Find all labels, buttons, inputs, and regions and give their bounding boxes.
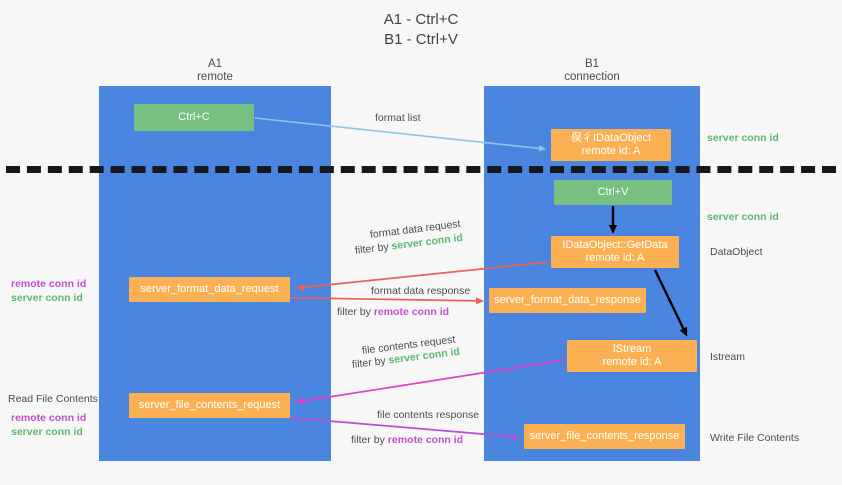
- filter-by-text-4: filter by: [351, 434, 388, 446]
- title-line-2: B1 - Ctrl+V: [384, 31, 458, 48]
- label-filter-by-remote-conn-id-format: filter by remote conn id: [337, 305, 449, 319]
- node-istream-title: IStream: [612, 343, 652, 355]
- label-server-conn-id-mid: server conn id: [707, 211, 779, 223]
- node-server-format-data-response[interactable]: server_format_data_response: [489, 288, 646, 313]
- filter-value-remote-conn-id-1: remote conn id: [373, 306, 450, 318]
- label-conn-ids-lower: remote conn id server conn id: [11, 411, 86, 439]
- lane-b1-name: B1: [584, 58, 600, 70]
- label-read-file-contents: Read File Contents: [8, 393, 98, 405]
- label-format-data-response: format data response: [371, 285, 471, 297]
- lane-header-a1: A1 remote: [145, 58, 285, 84]
- node-idataobject[interactable]: 俣彳IDataObject remote id: A: [551, 129, 671, 161]
- node-idataobject-subtitle: remote id: A: [581, 145, 641, 157]
- node-ctrl-v[interactable]: Ctrl+V: [554, 180, 672, 205]
- lane-b1-sub: connection: [564, 71, 620, 83]
- node-server-file-contents-response-label: server_file_contents_response: [529, 430, 680, 442]
- timeline-divider: [6, 166, 836, 173]
- node-server-file-contents-request[interactable]: server_file_contents_request: [129, 393, 290, 418]
- node-ctrl-c-label: Ctrl+C: [178, 111, 210, 123]
- node-server-format-data-response-label: server_format_data_response: [494, 294, 641, 306]
- label-remote-conn-id-upper: remote conn id: [11, 278, 87, 290]
- lane-a1-name: A1: [207, 58, 223, 70]
- filter-by-text-2: filter by: [337, 306, 374, 318]
- node-ctrl-c[interactable]: Ctrl+C: [134, 104, 254, 131]
- label-istream-side: Istream: [710, 351, 746, 363]
- title-line-1: A1 - Ctrl+C: [383, 11, 459, 28]
- node-getdata-subtitle: remote id: A: [585, 252, 645, 264]
- label-file-contents-response: file contents response: [377, 409, 480, 421]
- label-remote-conn-id-lower: remote conn id: [11, 412, 87, 424]
- filter-by-text-3: filter by: [351, 354, 390, 371]
- node-getdata-title: IDataObject::GetData: [562, 239, 668, 251]
- label-server-conn-id-top: server conn id: [707, 132, 779, 144]
- label-server-conn-id-upper: server conn id: [11, 292, 83, 304]
- lane-a1-sub: remote: [197, 71, 233, 83]
- node-server-file-contents-response[interactable]: server_file_contents_response: [524, 424, 685, 449]
- filter-by-text-1: filter by: [354, 240, 393, 257]
- node-idataobject-getdata[interactable]: IDataObject::GetData remote id: A: [551, 236, 679, 268]
- node-ctrl-v-label: Ctrl+V: [597, 186, 629, 198]
- node-idataobject-title: 俣彳IDataObject: [570, 132, 652, 144]
- label-filter-by-remote-conn-id-file: filter by remote conn id: [351, 433, 463, 447]
- filter-value-remote-conn-id-2: remote conn id: [387, 434, 464, 446]
- lane-header-b1: B1 connection: [522, 58, 662, 84]
- node-server-format-data-request-label: server_format_data_request: [140, 283, 279, 295]
- label-conn-ids-upper: remote conn id server conn id: [11, 277, 86, 305]
- label-dataobject: DataObject: [710, 246, 763, 258]
- label-server-conn-id-lower: server conn id: [11, 426, 83, 438]
- node-istream[interactable]: IStream remote id: A: [567, 340, 697, 372]
- node-server-format-data-request[interactable]: server_format_data_request: [129, 277, 290, 302]
- node-istream-subtitle: remote id: A: [602, 356, 662, 368]
- label-format-list: format list: [375, 112, 421, 124]
- page-title: A1 - Ctrl+C B1 - Ctrl+V: [0, 10, 842, 50]
- node-server-file-contents-request-label: server_file_contents_request: [138, 399, 281, 411]
- label-write-file-contents: Write File Contents: [710, 432, 800, 444]
